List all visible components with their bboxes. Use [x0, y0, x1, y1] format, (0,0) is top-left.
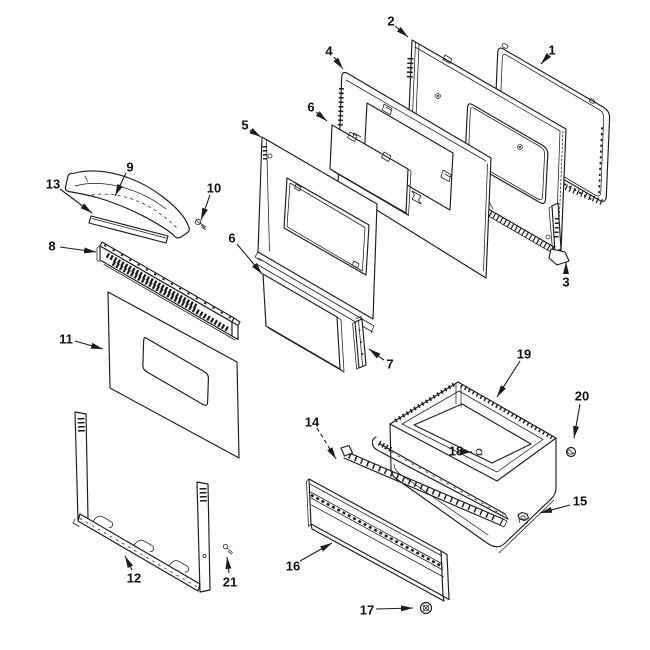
callout-11: 11: [59, 332, 73, 347]
part-20-screw: [565, 446, 577, 458]
callout-5: 5: [241, 118, 248, 133]
callout-7: 7: [386, 357, 393, 372]
callout-leader-2: [394, 25, 409, 38]
callout-leader-16: [299, 542, 333, 562]
callout-1: 1: [548, 43, 555, 58]
callout-leader-17: [375, 605, 414, 612]
callout-leader-6: [236, 243, 263, 275]
callout-leader-13: [59, 188, 93, 214]
callout-leader-21: [225, 556, 232, 574]
callout-leader-6: [315, 111, 328, 122]
callout-10: 10: [207, 181, 221, 196]
callout-leader-19: [496, 360, 521, 398]
callout-leader-7: [368, 348, 385, 361]
part-6-inner-glass-upper: [329, 124, 412, 216]
callout-leader-12: [124, 555, 134, 571]
part-19-drawer-pan: [371, 381, 557, 554]
callout-9: 9: [126, 160, 133, 175]
callout-15: 15: [573, 494, 587, 509]
callout-19: 19: [517, 347, 531, 362]
part-13-handle-trim: [88, 215, 169, 244]
callout-6-b: 6: [228, 231, 235, 246]
callout-16: 16: [286, 559, 300, 574]
callout-leader-9: [114, 172, 127, 197]
part-10-screw: [195, 219, 206, 231]
part-15-screw: [517, 511, 530, 525]
callout-12: 12: [127, 571, 141, 586]
callout-2: 2: [387, 14, 394, 29]
callout-21: 21: [223, 575, 237, 590]
part-21-screw: [222, 543, 233, 555]
callout-leader-15: [539, 504, 571, 514]
part-16-drawer-front-panel: [306, 478, 450, 602]
callout-leader-10: [200, 194, 211, 221]
callout-leader-4: [333, 56, 344, 70]
callout-3: 3: [562, 275, 569, 290]
callout-leader-14: [316, 427, 337, 460]
part-18-clip: [475, 448, 483, 456]
callout-14: 14: [305, 415, 320, 430]
part-9-door-handle: [64, 170, 190, 239]
part-4-door-inner-panel: [337, 71, 492, 279]
part-7-side-bracket: [352, 316, 367, 370]
callout-18: 18: [449, 444, 463, 459]
part-14-drawer-rail: [340, 444, 508, 528]
callout-17: 17: [360, 603, 374, 618]
callout-8: 8: [48, 239, 55, 254]
callout-leader-20: [573, 403, 581, 439]
callout-leader-8: [59, 246, 97, 254]
part-8-vent-trim: [96, 241, 241, 341]
callout-leader-11: [74, 340, 104, 350]
part-11-front-glass-panel: [107, 291, 240, 459]
part-5-door-liner: [254, 136, 378, 334]
callout-20: 20: [575, 389, 589, 404]
callout-4: 4: [325, 44, 333, 59]
part-6-inner-glass-lower: [262, 273, 345, 373]
callout-leader-5: [249, 128, 262, 138]
callout-leader-1: [540, 52, 552, 65]
part-12-door-frame: [72, 411, 211, 593]
part-17-screw: [419, 601, 433, 615]
callout-13: 13: [46, 177, 60, 192]
part-3-hinge-bracket: [548, 202, 570, 266]
callout-6: 6: [307, 100, 314, 115]
